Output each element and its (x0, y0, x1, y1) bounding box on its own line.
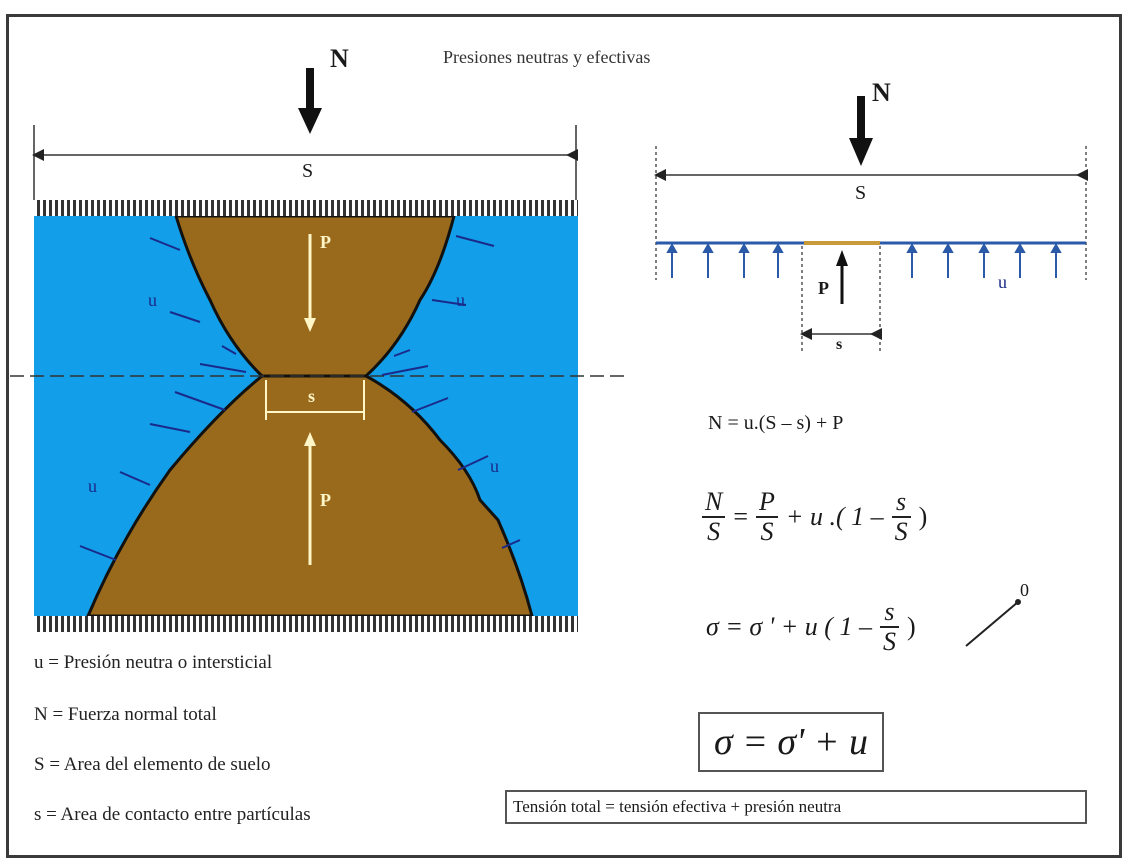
eq2-s-numerator: s (891, 488, 911, 518)
pore-pressure-arrows (79, 235, 521, 561)
left-force-label: N (330, 44, 349, 73)
right-area-label: S (855, 182, 867, 204)
right-diagram (654, 96, 1088, 352)
eq3-s-denominator: S (882, 627, 896, 656)
left-area-label: S (302, 160, 314, 182)
left-contact-label: s (308, 386, 316, 406)
effective-stress-equation-box: σ = σ' + u (698, 712, 884, 772)
right-pressure-arrows (666, 242, 1062, 278)
normal-force-arrow-head (298, 108, 322, 134)
figure-frame (6, 14, 1122, 858)
eq3-s-fraction: s S (879, 598, 899, 656)
legend-item-N: N = Fuerza normal total (34, 704, 217, 725)
eq2-close-paren: ) (918, 502, 928, 531)
right-contact-label: s (836, 336, 843, 353)
eq2-lhs-numerator: N (702, 488, 726, 518)
eq2-p-fraction: P S (756, 488, 778, 546)
equation-normal-force: N = u.(S – s) + P (708, 412, 844, 434)
bottom-hatch (34, 616, 578, 632)
effective-stress-caption-box: Tensión total = tensión efectiva + presi… (505, 790, 1087, 824)
normal-force-arrow-shaft (306, 68, 314, 114)
legend-item-S: S = Area del elemento de suelo (34, 754, 271, 775)
pressure-label-upper-right: u (456, 290, 465, 310)
pressure-label-upper-left: u (148, 290, 157, 310)
eq3-cancel-arrow (965, 601, 1019, 647)
eq2-p-denominator: S (760, 517, 774, 546)
right-P-arrow-head (836, 250, 848, 266)
right-pressure-label: u (998, 272, 1007, 292)
eq3-zero-label: 0 (1020, 580, 1029, 600)
eq2-s-denominator: S (894, 517, 908, 546)
legend-item-s: s = Area de contacto entre partículas (34, 804, 311, 825)
right-normal-arrow-head (849, 138, 873, 166)
eq2-lhs-denominator: S (707, 517, 721, 546)
eq3-start: σ = σ ' + u ( 1 – (706, 612, 872, 641)
eq3-close-paren: ) (906, 612, 916, 641)
eq3-s-numerator: s (879, 598, 899, 628)
equation-per-area: N S = P S + u .( 1 – s S ) (702, 488, 927, 546)
eq2-middle-term: + u .( 1 – (785, 502, 884, 531)
eq2-p-numerator: P (756, 488, 778, 518)
eq2-equals: = (733, 502, 749, 531)
top-particle-force-label: P (320, 232, 331, 252)
right-force-label: N (872, 78, 891, 107)
right-contact-force-label: P (818, 278, 829, 298)
equation-stress: σ = σ ' + u ( 1 – s S ) (706, 598, 916, 656)
diagram-title: Presiones neutras y efectivas (443, 47, 651, 67)
left-diagram (10, 68, 625, 632)
pressure-label-lower-left: u (88, 476, 97, 496)
eq2-lhs-fraction: N S (702, 488, 726, 546)
eq3-cancel-dot (1015, 599, 1021, 605)
top-P-arrow-head (304, 318, 316, 332)
bottom-P-arrow-head (304, 432, 316, 446)
pressure-label-lower-right: u (490, 456, 499, 476)
legend-item-u: u = Presión neutra o intersticial (34, 652, 273, 673)
bottom-particle-force-label: P (320, 490, 331, 510)
top-hatch (34, 200, 578, 216)
right-normal-arrow-shaft (857, 96, 865, 140)
eq2-s-fraction: s S (891, 488, 911, 546)
